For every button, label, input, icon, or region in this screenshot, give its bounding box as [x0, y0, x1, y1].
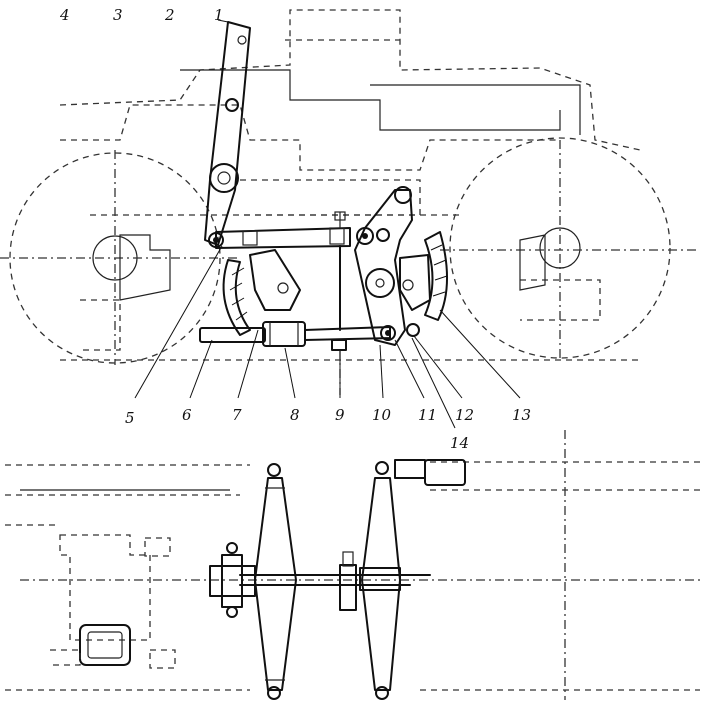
label-12: 12 — [455, 406, 474, 424]
right-axle-box — [519, 234, 546, 291]
side-view — [0, 9, 700, 395]
label-7: 7 — [232, 406, 242, 424]
right-brake-shoe — [399, 231, 448, 321]
label-3: 3 — [113, 6, 123, 24]
right-wheel — [440, 137, 700, 360]
left-axle-box — [119, 234, 171, 301]
label-14: 14 — [450, 434, 469, 452]
label-1: 1 — [214, 6, 224, 24]
upper-pull-rod — [215, 211, 351, 249]
plan-view — [5, 430, 700, 700]
leader-lines — [134, 19, 521, 429]
plan-connecting-rod — [209, 542, 431, 618]
lower-pull-rod — [199, 245, 391, 395]
plan-frame-outline — [5, 430, 700, 700]
plan-right-lever — [361, 459, 466, 700]
plan-left-lever — [254, 463, 297, 700]
label-5: 5 — [125, 409, 135, 427]
left-brake-shoe — [222, 249, 301, 336]
bogie-frame-outline — [59, 9, 641, 361]
label-10: 10 — [372, 406, 392, 424]
label-13: 13 — [512, 406, 531, 424]
label-6: 6 — [182, 406, 192, 424]
label-11: 11 — [418, 406, 437, 424]
callout-numbers: 4 3 2 1 5 6 7 8 9 10 11 12 13 14 — [59, 6, 531, 452]
vertical-brake-lever — [204, 21, 251, 248]
plan-left-member — [50, 534, 176, 669]
right-brake-lever — [354, 186, 420, 346]
label-4: 4 — [59, 6, 70, 24]
label-9: 9 — [335, 406, 345, 424]
label-8: 8 — [290, 406, 300, 424]
label-2: 2 — [164, 6, 175, 24]
